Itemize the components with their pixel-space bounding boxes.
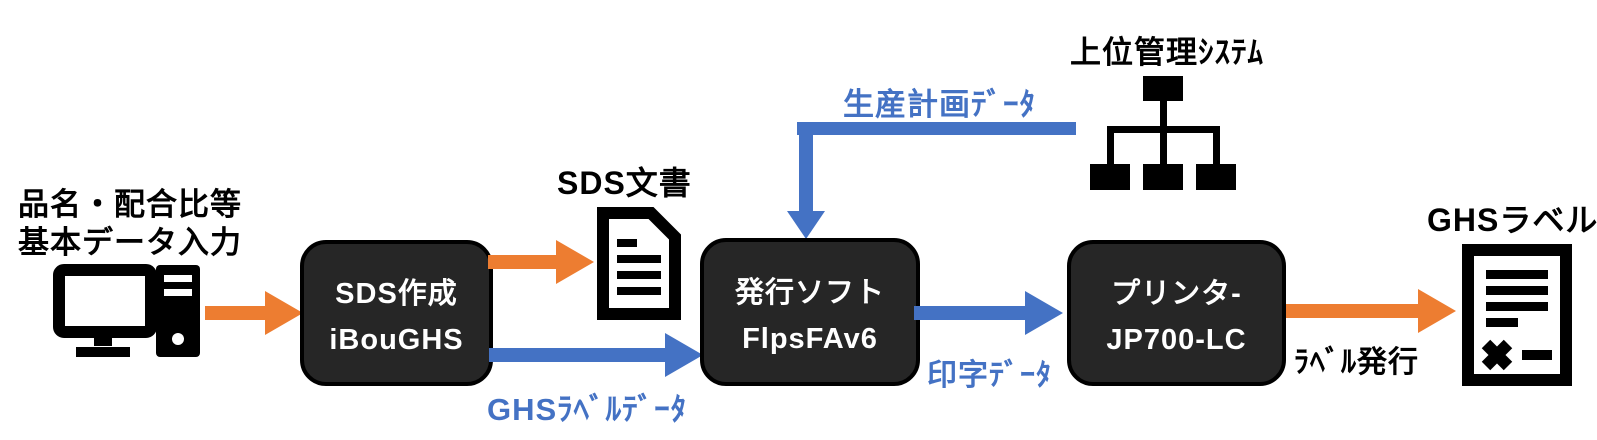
input-station-label: 品名・配合比等 基本データ入力	[18, 186, 242, 262]
ghs-label-title: GHSラベル	[1427, 202, 1597, 238]
arrow-head	[1025, 291, 1063, 335]
arrow-input-to-sds	[205, 291, 303, 335]
arrow-head	[265, 291, 303, 335]
upper-system-label: 上位管理ｼｽﾃﾑ	[1070, 35, 1264, 70]
node-sds-creation-title: SDS作成	[335, 277, 458, 310]
arrow-sds-to-document	[488, 240, 594, 284]
production-plan-data-label: 生産計画ﾃﾞｰﾀ	[843, 87, 1036, 122]
print-data-label: 印字ﾃﾞｰﾀ	[927, 359, 1052, 392]
arrow-print-data	[914, 291, 1063, 335]
arrow-shaft	[914, 306, 1027, 320]
arrow-production-plan-vertical	[799, 122, 813, 213]
arrow-ghs-label-data	[489, 333, 703, 377]
arrow-shaft	[488, 255, 558, 269]
arrow-head	[556, 240, 594, 284]
node-printer: プリンタ- JP700-LC	[1067, 240, 1286, 386]
ghs-label-document-icon	[1462, 244, 1572, 386]
ghs-label-data-label: GHSﾗﾍﾞﾙﾃﾞｰﾀ	[487, 392, 688, 427]
node-sds-creation-product: iBouGHS	[329, 323, 464, 356]
arrow-shaft	[489, 348, 667, 362]
sds-document-label: SDS文書	[557, 165, 692, 201]
arrow-head	[665, 333, 703, 377]
arrow-label-issue	[1286, 289, 1456, 333]
node-issuing-software-product: FlpsFAv6	[742, 322, 878, 355]
node-sds-creation: SDS作成 iBouGHS	[300, 240, 493, 386]
arrow-head	[1418, 289, 1456, 333]
org-chart-icon	[1090, 76, 1236, 190]
node-issuing-software: 発行ソフト FlpsFAv6	[700, 238, 920, 386]
label-issue-label: ﾗﾍﾞﾙ発行	[1294, 346, 1419, 379]
sds-document-icon	[597, 207, 681, 320]
input-station-line2: 基本データ入力	[18, 225, 242, 260]
arrow-production-plan-horizontal	[797, 122, 1076, 135]
arrow-production-plan-head	[787, 211, 825, 239]
node-issuing-software-title: 発行ソフト	[734, 276, 885, 309]
node-printer-title: プリンタ-	[1111, 277, 1242, 310]
node-printer-model: JP700-LC	[1106, 323, 1247, 356]
arrow-shaft	[205, 306, 267, 320]
input-station-line1: 品名・配合比等	[18, 187, 242, 222]
computer-icon	[53, 264, 200, 357]
arrow-shaft	[1286, 304, 1420, 318]
